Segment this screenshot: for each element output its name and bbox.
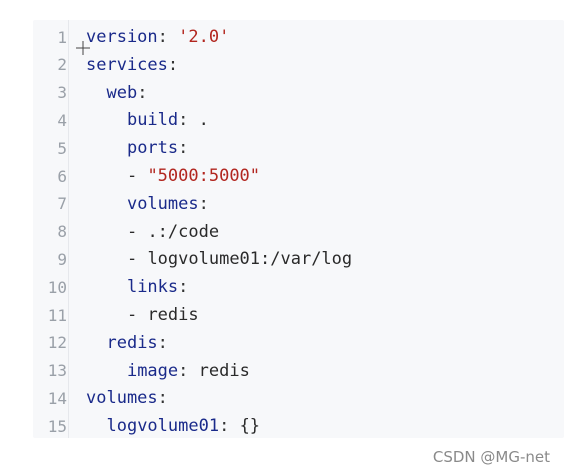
line-number: 4: [57, 110, 67, 130]
yaml-key: logvolume01: [106, 416, 220, 437]
yaml-key: web: [106, 82, 138, 103]
list-dash: -: [126, 305, 148, 325]
code-text: image: redis: [86, 361, 250, 381]
line-number: 2: [57, 55, 67, 75]
yaml-value: '2.0': [167, 27, 230, 47]
code-text: links:: [86, 277, 188, 297]
yaml-colon: :: [137, 82, 148, 103]
yaml-value: redis: [147, 305, 199, 325]
yaml-key: services: [86, 54, 168, 75]
code-indent: [86, 416, 106, 436]
code-indent: [86, 110, 127, 130]
code-line: 8 - .:/code: [33, 218, 564, 246]
line-number: 9: [57, 249, 67, 269]
yaml-key: volumes: [126, 193, 199, 214]
code-line: 4 build: .: [33, 106, 564, 134]
list-dash: -: [126, 249, 148, 270]
code-line: 3 web:: [33, 79, 564, 107]
yaml-key: version: [86, 27, 158, 47]
yaml-value: logvolume01:/var/log: [147, 249, 353, 270]
code-text: ports:: [86, 138, 188, 158]
yaml-value: "5000:5000": [147, 166, 261, 186]
line-number: 10: [47, 277, 67, 297]
code-text: - .:/code: [86, 222, 219, 242]
code-line: 7 volumes:: [33, 190, 564, 218]
yaml-colon: :: [178, 138, 189, 159]
code-indent: [86, 166, 127, 186]
yaml-colon: :: [178, 360, 189, 381]
code-text: - "5000:5000": [86, 166, 260, 186]
code-line: 13 image: redis: [33, 357, 564, 385]
code-line: 5 ports:: [33, 134, 564, 162]
yaml-colon: :: [178, 277, 189, 298]
code-text: version: '2.0': [86, 27, 229, 47]
yaml-colon: :: [157, 388, 168, 409]
code-text: - redis: [86, 305, 199, 325]
yaml-colon: :: [219, 416, 230, 437]
code-line: 6 - "5000:5000": [33, 162, 564, 190]
code-indent: [86, 249, 127, 269]
line-number: 8: [57, 222, 67, 242]
line-number: 13: [47, 361, 67, 381]
watermark: CSDN @MG-net: [432, 448, 550, 466]
yaml-colon: :: [198, 193, 209, 214]
line-number: 6: [57, 166, 67, 186]
code-text: services:: [86, 55, 178, 75]
yaml-key: links: [126, 277, 179, 298]
code-text: build: .: [86, 110, 209, 130]
code-text: volumes:: [86, 388, 168, 408]
code-text: volumes:: [86, 194, 209, 214]
code-line: 2 services:: [33, 51, 564, 79]
code-indent: [86, 83, 106, 103]
code-indent: [86, 305, 127, 325]
line-number: 12: [47, 333, 67, 353]
yaml-key: image: [126, 360, 179, 381]
code-line: 15 logvolume01: {}: [33, 412, 564, 440]
yaml-key: volumes: [86, 388, 158, 409]
code-line: 9 - logvolume01:/var/log: [33, 245, 564, 273]
line-number: 3: [57, 83, 67, 103]
code-line: 14 volumes:: [33, 384, 564, 412]
code-text: web:: [86, 83, 147, 103]
code-indent: [86, 194, 127, 214]
line-number: 15: [47, 416, 67, 436]
code-indent: [86, 138, 127, 158]
code-text: logvolume01: {}: [86, 416, 260, 436]
yaml-key: build: [126, 110, 179, 131]
code-text: redis:: [86, 332, 168, 353]
yaml-value: {}: [229, 416, 261, 437]
line-number: 1: [57, 27, 67, 47]
code-indent: [86, 277, 127, 297]
yaml-colon: :: [178, 110, 189, 131]
yaml-value: .:/code: [147, 221, 220, 242]
yaml-value: .: [188, 110, 209, 131]
crosshair-cursor-icon: [76, 41, 90, 55]
line-number: 11: [47, 305, 67, 325]
code-line: 11 - redis: [33, 301, 564, 329]
code-line: 12 redis:: [33, 329, 564, 357]
code-line: 10 links:: [33, 273, 564, 301]
yaml-colon: :: [157, 332, 168, 353]
yaml-value: redis: [188, 360, 250, 381]
code-line: 1 version: '2.0': [33, 23, 564, 51]
code-indent: [86, 361, 127, 381]
list-dash: -: [126, 166, 148, 186]
yaml-colon: :: [157, 27, 168, 47]
yaml-key: redis: [106, 332, 158, 353]
code-text: - logvolume01:/var/log: [86, 249, 352, 269]
line-number: 7: [57, 194, 67, 214]
line-number-gutter-divider: [68, 20, 69, 438]
line-number: 5: [57, 138, 67, 158]
list-dash: -: [126, 221, 148, 242]
yaml-colon: :: [167, 54, 179, 75]
code-indent: [86, 222, 127, 242]
line-number: 14: [47, 388, 67, 408]
code-indent: [86, 333, 106, 353]
yaml-key: ports: [126, 138, 179, 159]
